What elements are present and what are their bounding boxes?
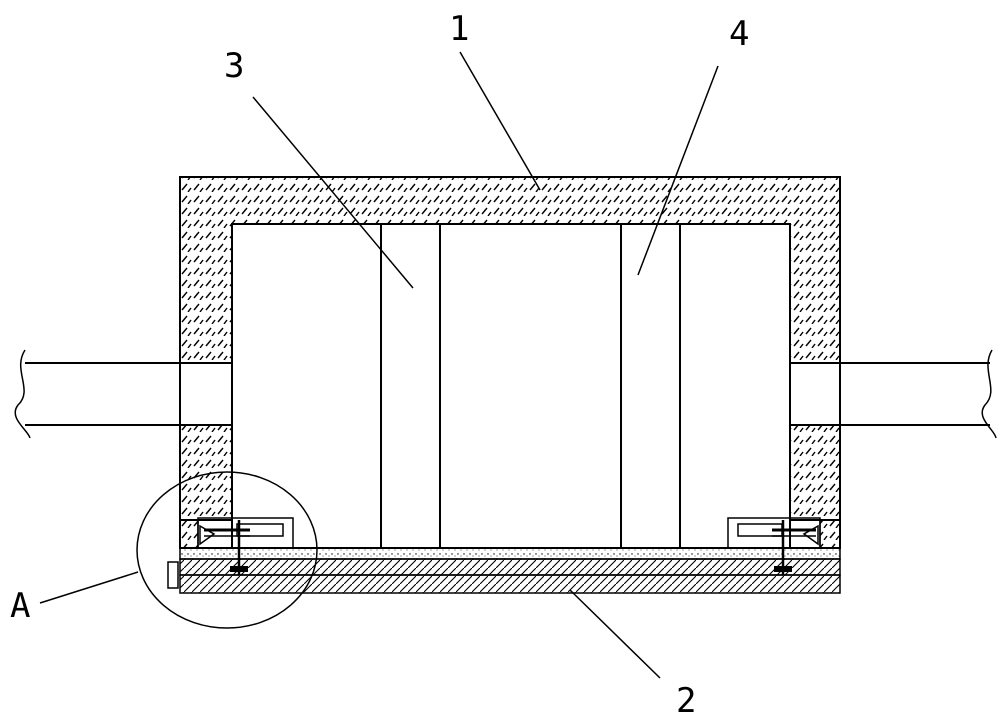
label-part-2: 2	[676, 681, 696, 721]
left-clamp	[197, 517, 294, 575]
right-pipe	[840, 349, 997, 439]
leader-line-4	[637, 65, 719, 276]
inner-chamber	[231, 223, 791, 549]
left-pipe	[14, 349, 180, 439]
right-clamp	[727, 517, 821, 575]
bottom-plate	[167, 547, 841, 594]
label-part-4: 4	[729, 14, 749, 54]
label-part-1: 1	[449, 9, 469, 49]
filter-panel-4	[620, 223, 681, 549]
filter-panel-3	[380, 223, 441, 549]
leader-line-1	[459, 51, 541, 191]
label-part-3: 3	[224, 46, 244, 86]
detail-a-circle	[136, 471, 318, 629]
label-detail-a: A	[10, 586, 30, 626]
leader-line-2	[569, 589, 661, 679]
leader-line-a	[39, 571, 139, 604]
leader-line-3	[252, 96, 414, 289]
housing	[179, 176, 841, 549]
